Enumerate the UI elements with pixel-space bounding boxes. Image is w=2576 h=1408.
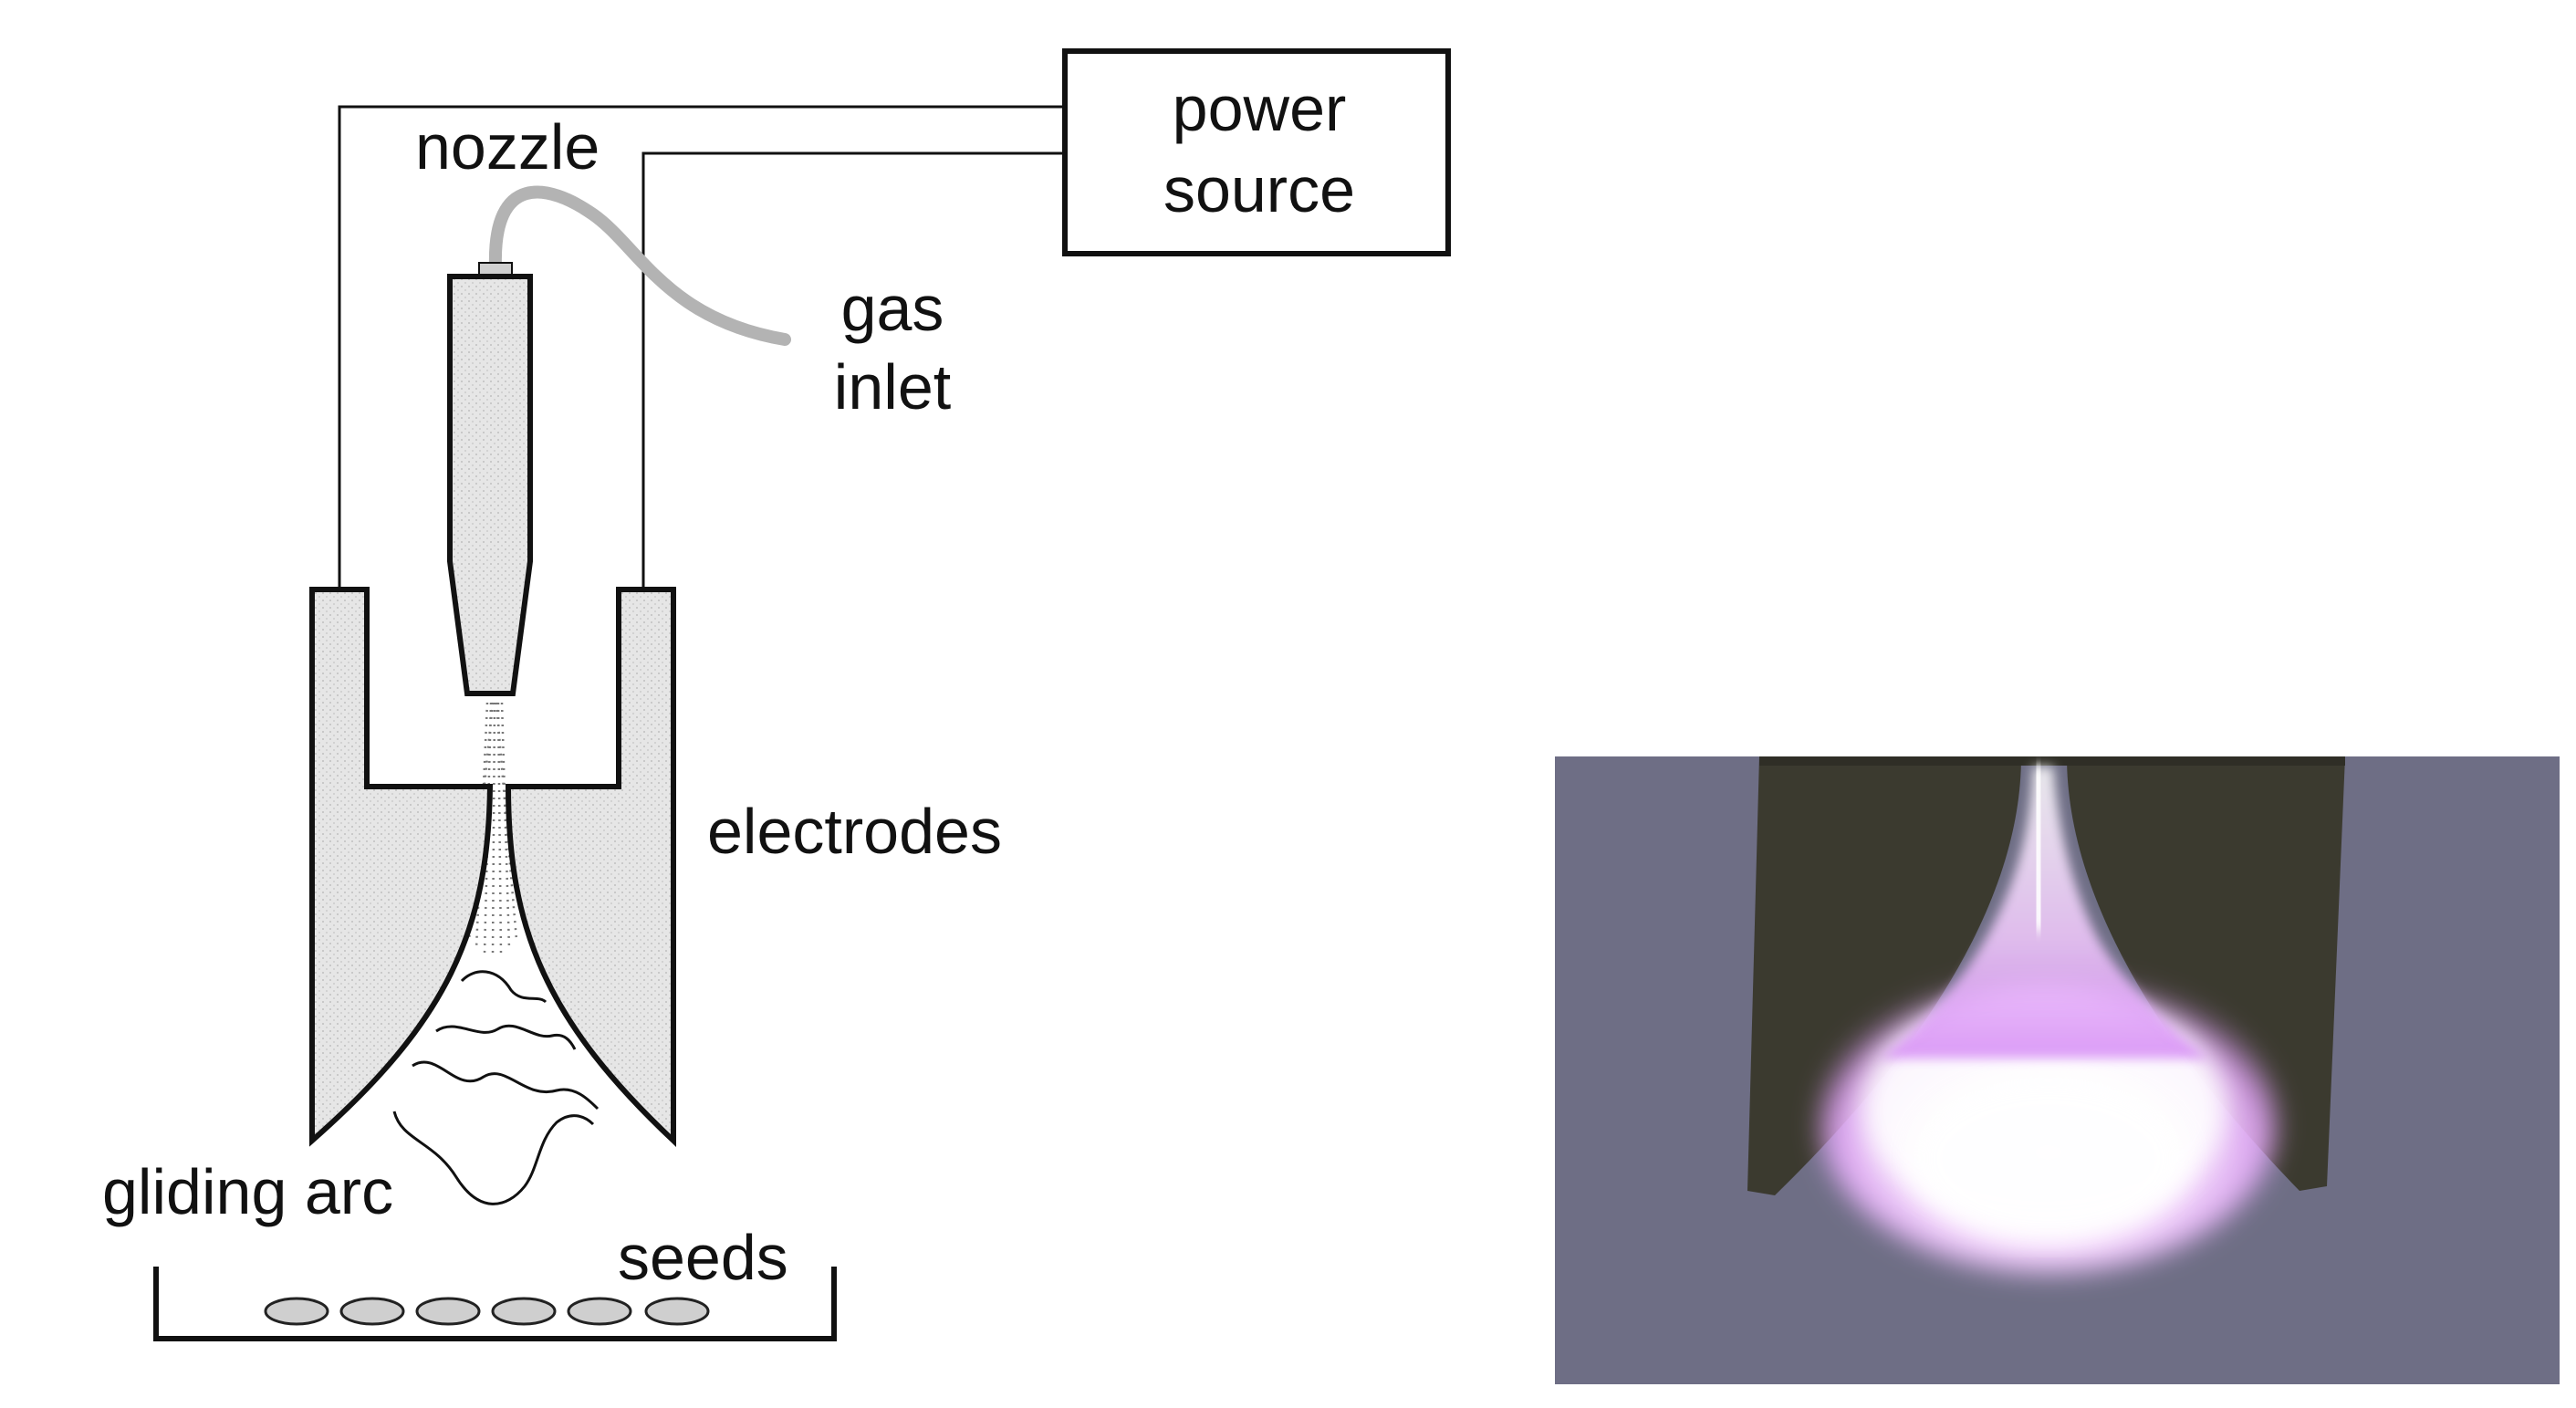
nozzle [447,262,533,696]
gliding-arc-label: gliding arc [102,1156,393,1227]
nozzle-label: nozzle [415,111,600,183]
gas-inlet-label-line2: inlet [834,351,951,422]
seed [339,1297,405,1326]
left-electrode-wire [338,105,1065,587]
right-electrode-wire [641,151,1065,587]
gas-inlet-label-line1: gas [841,273,944,344]
seeds-label: seeds [618,1222,788,1293]
wires [338,105,1065,587]
gliding-arc-lines [392,970,600,1205]
seeds [264,1297,710,1326]
gas-inlet-tube [488,185,791,346]
plasma-discharge [1820,766,2277,1273]
photo-left-electrode [1747,756,2021,1195]
electrodes-label: electrodes [707,796,1002,867]
power-source-label-line2: source [1163,154,1355,225]
power-source-label-line1: power [1173,73,1347,144]
photo-right-electrode [2067,756,2345,1191]
seed [264,1297,329,1326]
schematic-diagram: power source [102,48,1451,1341]
seed [415,1297,481,1326]
plasma-photo [1555,756,2560,1384]
seed [567,1297,632,1326]
power-source-box: power source [1062,48,1451,256]
seed-dish [153,1267,837,1341]
seed [644,1297,710,1326]
seed [491,1297,557,1326]
left-electrode [309,587,494,1147]
right-electrode [505,587,676,1147]
